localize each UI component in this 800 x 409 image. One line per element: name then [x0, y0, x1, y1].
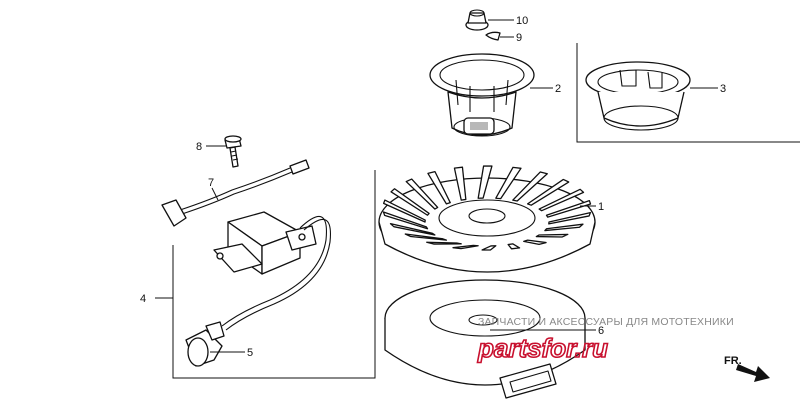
direction-arrow-icon — [736, 364, 770, 382]
callout-7: 7 — [208, 177, 214, 189]
flywheel-fin — [481, 245, 497, 251]
callout-10: 10 — [516, 15, 528, 27]
flywheel-fin — [389, 222, 436, 236]
flywheel-fin — [507, 243, 521, 250]
group-frame-3 — [576, 43, 800, 143]
flywheel — [378, 165, 596, 273]
flywheel-fin — [426, 241, 462, 245]
group-frame-4 — [172, 170, 376, 379]
flywheel-fin — [523, 239, 547, 246]
watermark-caption: ЗАПЧАСТИ И АКСЕССУАРЫ ДЛЯ МОТОТЕХНИКИ — [478, 316, 734, 328]
front-direction-marker: FR. — [724, 355, 770, 382]
mounting-bolt — [224, 135, 242, 168]
flywheel-fin — [535, 233, 569, 238]
starter-pulley — [429, 53, 535, 137]
flywheel-fin — [382, 211, 429, 230]
callout-2: 2 — [555, 83, 561, 95]
flange-nut — [465, 9, 489, 31]
ground-wire — [161, 159, 310, 227]
flywheel-fin — [538, 188, 585, 212]
flywheel-fin — [495, 166, 522, 200]
flywheel-fin — [526, 178, 570, 206]
callout-8: 8 — [196, 141, 202, 153]
callout-3: 3 — [720, 83, 726, 95]
flywheel-fin — [382, 199, 426, 223]
flywheel-fin — [390, 188, 430, 216]
callout-1: 1 — [598, 201, 604, 213]
woodruff-key — [485, 31, 501, 41]
callout-5: 5 — [247, 347, 253, 359]
callout-leaders — [155, 19, 718, 353]
flywheel-fin — [404, 233, 448, 241]
flywheel-fin — [545, 200, 592, 218]
ignition-coil — [213, 211, 332, 331]
flywheel-fin — [427, 170, 451, 205]
flywheel-fin — [548, 211, 592, 225]
flywheel-fin — [405, 178, 439, 210]
callout-9: 9 — [516, 32, 522, 44]
direction-label: FR. — [724, 355, 742, 367]
flywheel-fin — [512, 171, 548, 202]
flywheel-fin — [452, 244, 479, 250]
fan-cover-ring — [585, 61, 691, 131]
flywheel-fin — [544, 223, 584, 232]
callout-4: 4 — [140, 293, 146, 305]
flywheel-fin — [477, 165, 493, 199]
flywheel-fin — [453, 166, 467, 201]
callout-6: 6 — [598, 325, 604, 337]
spark-plug-cap — [185, 321, 225, 367]
rotor-ring — [384, 279, 586, 399]
watermark-logo: partsfor.ru — [477, 333, 608, 363]
flywheel-fins — [382, 165, 592, 251]
